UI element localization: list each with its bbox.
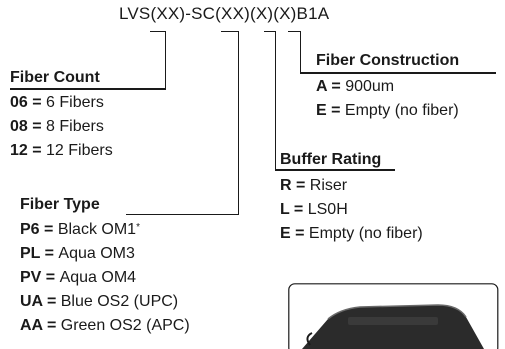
fiber-type-item-ua: UA = Blue OS2 (UPC): [20, 293, 179, 310]
code-prefix: LVS(: [119, 4, 157, 23]
connector-construction-vertical: [300, 31, 302, 73]
fiber-count-item-12: 12 = 12 Fibers: [10, 142, 113, 159]
fiber-construction-item-e: E = Empty (no fiber): [316, 102, 459, 119]
connector-buffer-vertical: [275, 31, 277, 170]
fiber-construction-underline: [300, 72, 496, 74]
fiber-count-item-08: 08 = 8 Fibers: [10, 118, 104, 135]
code-construction-field: X: [279, 4, 291, 23]
connector-fiber-count-vertical: [165, 31, 167, 89]
code-paren-1: )(: [244, 4, 256, 23]
buffer-rating-item-r: R = Riser: [280, 177, 348, 194]
fiber-construction-heading: Fiber Construction: [316, 52, 460, 69]
code-buffer-field: X: [255, 4, 268, 23]
buffer-rating-underline: [275, 169, 395, 171]
code-paren-2: )(: [267, 4, 280, 23]
fiber-type-item-pv: PV = Aqua OM4: [20, 269, 137, 286]
product-image: [288, 283, 499, 349]
code-fiber-count-field: XX: [156, 4, 180, 23]
device-cable-hook: [306, 332, 313, 346]
connector-fiber-count-top: [150, 31, 166, 33]
device-edge-highlight: [327, 304, 467, 320]
fiber-type-item-aa: AA = Green OS2 (APC): [20, 317, 190, 334]
connector-construction-top: [288, 31, 301, 33]
connector-fiber-type-vertical: [238, 31, 240, 215]
fiber-count-underline: [10, 88, 166, 90]
fiber-count-item-06: 06 = 6 Fibers: [10, 94, 104, 111]
fiber-count-heading: Fiber Count: [10, 69, 100, 86]
buffer-rating-item-l: L = LS0H: [280, 201, 348, 218]
buffer-rating-heading: Buffer Rating: [280, 151, 382, 168]
device-body: [302, 305, 484, 349]
fiber-type-item-pl: PL = Aqua OM3: [20, 245, 135, 262]
code-suffix: )B1A: [290, 4, 330, 23]
connector-fiber-type-top: [221, 31, 239, 33]
buffer-rating-item-e: E = Empty (no fiber): [280, 225, 423, 242]
fiber-type-item-p6: P6 = Black OM1*: [20, 221, 140, 238]
footnote-marker: *: [136, 222, 140, 233]
connector-fiber-type-horizontal: [126, 214, 239, 216]
fiber-type-heading: Fiber Type: [20, 196, 100, 213]
part-number-code: LVS(XX)-SC(XX)(X)(X)B1A: [119, 4, 329, 24]
code-mid: )-SC(: [179, 4, 222, 23]
connector-buffer-top: [264, 31, 276, 33]
device-slot: [348, 317, 438, 325]
code-fiber-type-field: XX: [221, 4, 245, 23]
fiber-construction-item-a: A = 900um: [316, 78, 395, 95]
